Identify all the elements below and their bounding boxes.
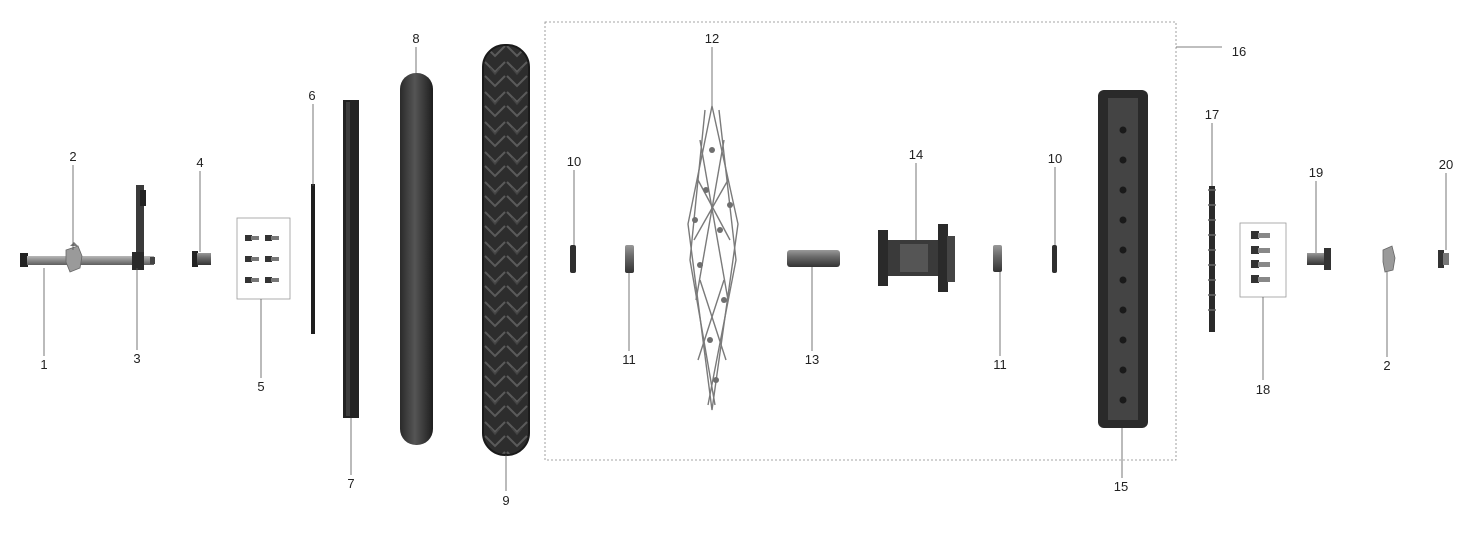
part-bushing [192,251,211,267]
part-sprocket [1208,186,1216,332]
callout-18: 18 [1256,382,1270,397]
callout-20: 20 [1439,157,1453,172]
part-thin-plate [311,184,315,334]
callout-10-left: 10 [567,154,581,169]
part-spacer [787,250,840,267]
leader-lines [43,46,1447,491]
part-rim-strip [343,100,359,418]
part-end-nut [1438,250,1449,268]
part-spoke-nipples [692,147,733,383]
callout-9: 9 [502,493,509,508]
wheel-assembly-box [544,21,1177,461]
callout-19: 19 [1309,165,1323,180]
callout-11-right: 11 [993,357,1007,372]
callout-2-left: 2 [69,149,76,164]
part-tire [482,44,530,456]
part-bolt-set [236,217,291,300]
part-bearing-left [625,245,634,273]
part-inner-tube [400,73,433,445]
part-rim [1098,90,1148,428]
callout-12: 12 [705,31,719,46]
callout-5: 5 [257,379,264,394]
callout-17: 17 [1205,107,1219,122]
callout-14: 14 [909,147,923,162]
callout-labels: 1 2 3 4 5 6 7 8 9 10 11 12 13 14 11 10 1… [40,31,1453,508]
callout-1: 1 [40,357,47,372]
part-bushing-right [1307,248,1331,270]
part-bracket [132,185,146,270]
part-nut-left [65,242,83,273]
callout-16: 16 [1232,44,1246,59]
callout-6: 6 [308,88,315,103]
callout-2-right: 2 [1383,358,1390,373]
part-axle [20,253,155,267]
part-nut-right [1382,245,1396,273]
part-washer-left [570,245,576,273]
callout-13: 13 [805,352,819,367]
callout-10-right: 10 [1048,151,1062,166]
part-washer-right [1052,245,1057,273]
callout-11-left: 11 [622,352,636,367]
callout-4: 4 [196,155,203,170]
callout-7: 7 [347,476,354,491]
part-spokes [687,105,739,411]
part-bolt-set-right [1239,222,1287,298]
callout-3: 3 [133,351,140,366]
callout-15: 15 [1114,479,1128,494]
callout-8: 8 [412,31,419,46]
part-hub [878,224,955,292]
part-bearing-right [993,245,1002,272]
